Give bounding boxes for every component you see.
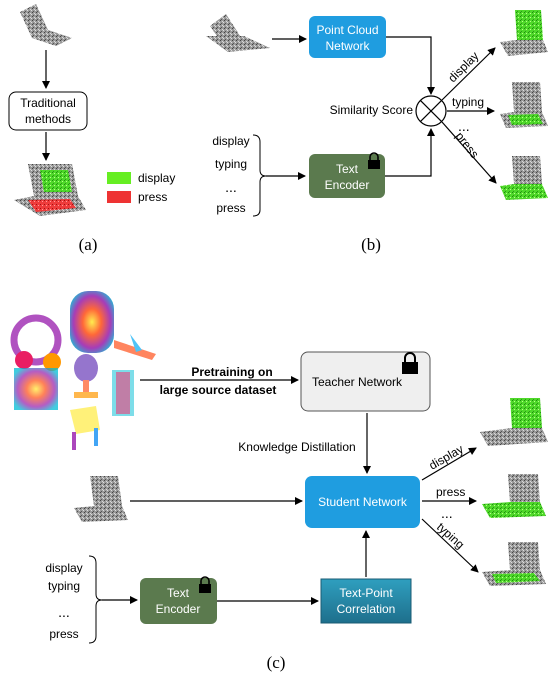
- laptop-input-a: [20, 4, 72, 46]
- student-network-box: [305, 476, 420, 528]
- panel-b: Point Cloud Network Similarity Score dis…: [206, 10, 548, 254]
- arrow-b-out-display: [441, 47, 496, 101]
- b-text-encoder-label-1: Text: [336, 162, 359, 176]
- b-brace: [252, 134, 267, 217]
- arrow-b-pcn-to-sim: [386, 36, 435, 95]
- laptop-output-a: [14, 164, 86, 216]
- legend-display-swatch: [107, 172, 131, 184]
- laptop-out-c-display: [480, 398, 548, 446]
- teacher-network-label: Teacher Network: [312, 375, 403, 389]
- text-point-correlation-box: [320, 578, 412, 624]
- knowledge-distillation-label: Knowledge Distillation: [238, 440, 355, 454]
- b-out-typing-label: typing: [452, 95, 484, 109]
- pretraining-label-2: large source dataset: [160, 383, 277, 397]
- teacher-network-box: [300, 351, 431, 412]
- caption-b: (b): [361, 235, 381, 254]
- panel-c: Pretraining on large source dataset Teac…: [10, 291, 548, 672]
- c-text-ellipsis: ...: [58, 604, 70, 620]
- c-brace: [88, 555, 103, 644]
- laptop-input-c: [74, 476, 128, 522]
- caption-a: (a): [79, 235, 98, 254]
- point-cloud-network-label-2: Network: [325, 39, 370, 53]
- arrow-c-out-display: [421, 447, 477, 481]
- text-point-correlation-label-1: Text-Point: [339, 586, 393, 600]
- laptop-out-b-display: [500, 10, 548, 56]
- panel-a: Traditional methods display press (a): [8, 4, 175, 254]
- traditional-methods-label-1: Traditional: [20, 96, 76, 110]
- laptop-out-b-press: [500, 156, 548, 200]
- c-text-typing: typing: [48, 579, 80, 593]
- laptop-out-c-press: [482, 474, 546, 518]
- traditional-methods-box: [8, 91, 88, 131]
- student-network-label: Student Network: [318, 495, 408, 509]
- c-text-display: display: [45, 561, 82, 575]
- pretraining-label-1: Pretraining on: [191, 365, 272, 379]
- legend-press-swatch: [107, 191, 131, 203]
- b-out-press-label: press: [453, 129, 482, 161]
- b-text-ellipsis: ...: [225, 179, 237, 195]
- source-dataset-shapes-image: [10, 291, 156, 450]
- legend-display-label: display: [138, 171, 175, 185]
- b-text-encoder-box: [309, 154, 385, 198]
- similarity-score-label: Similarity Score: [330, 103, 414, 117]
- b-text-typing: typing: [215, 157, 247, 171]
- point-cloud-network-box: [309, 16, 386, 58]
- c-text-encoder-box: [140, 578, 217, 624]
- c-out-ellipsis: ...: [441, 505, 453, 521]
- c-text-press: press: [49, 627, 78, 641]
- arrow-c-out-typing: [421, 518, 479, 573]
- laptop-out-c-typing: [482, 542, 546, 586]
- lock-icon: [368, 152, 380, 169]
- arrow-b-encoder-to-sim: [385, 128, 435, 177]
- b-out-ellipsis: ...: [458, 118, 470, 134]
- point-cloud-network-label-1: Point Cloud: [316, 23, 378, 37]
- traditional-methods-label-2: methods: [25, 112, 71, 126]
- lock-icon: [402, 352, 418, 374]
- b-text-display: display: [212, 134, 249, 148]
- c-out-display-label: display: [427, 442, 466, 473]
- legend-press-label: press: [138, 190, 167, 204]
- laptop-input-b: [206, 14, 270, 52]
- laptop-out-b-typing: [500, 82, 548, 128]
- b-text-press: press: [216, 201, 245, 215]
- text-point-correlation-label-2: Correlation: [337, 602, 396, 616]
- arrow-b-out-press: [441, 121, 497, 184]
- caption-c: (c): [267, 653, 286, 672]
- lock-icon: [199, 576, 211, 593]
- b-text-encoder-label-2: Encoder: [325, 178, 370, 192]
- c-text-encoder-label-2: Encoder: [156, 602, 201, 616]
- c-out-press-label: press: [436, 485, 465, 499]
- c-text-encoder-label-1: Text: [167, 586, 190, 600]
